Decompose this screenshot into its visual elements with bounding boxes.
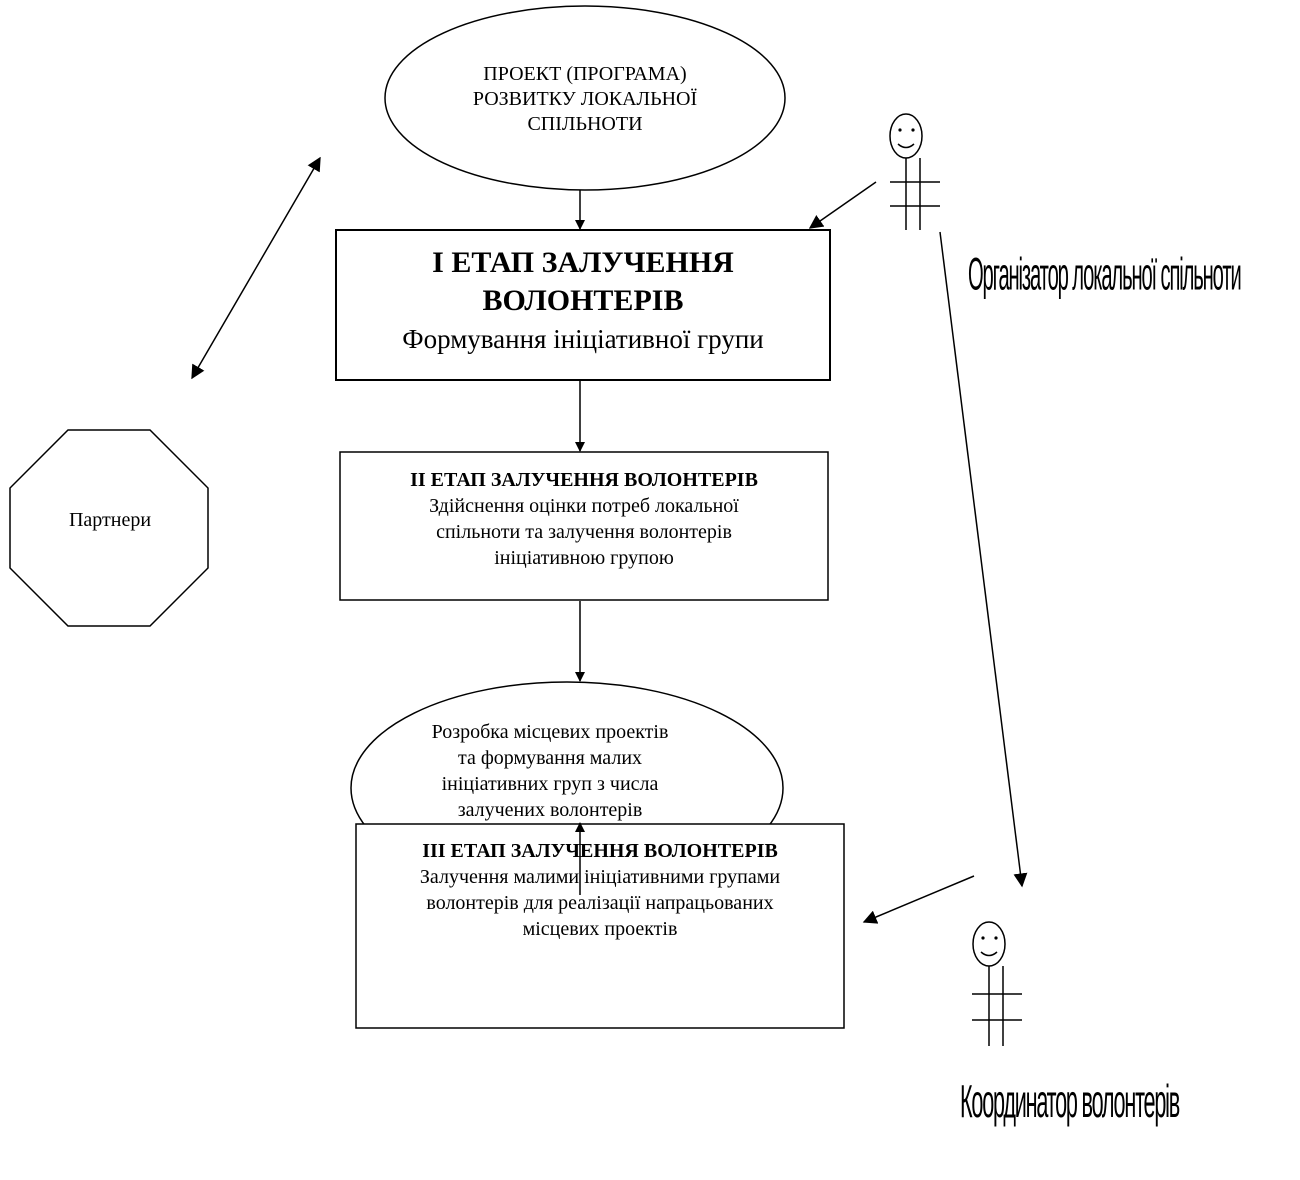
arrow-organizer-to-stage1	[808, 181, 877, 229]
coordinator-figure-icon	[972, 921, 1022, 1046]
stage3-line-2: волонтерів для реалізації напрацьованих	[426, 892, 774, 914]
projects-text: Розробка місцевих проектів та формування…	[400, 719, 700, 823]
organizer-figure-icon	[889, 113, 940, 230]
stage3-box	[355, 823, 845, 1029]
stage3-title: ІІІ ЕТАП ЗАЛУЧЕННЯ ВОЛОНТЕРІВ	[422, 840, 778, 862]
top-project-line-2: РОЗВИТКУ ЛОКАЛЬНОЇ	[472, 88, 698, 110]
top-project-line-3: СПІЛЬНОТИ	[527, 113, 643, 135]
stage1-subtitle: Формування ініціативної групи	[402, 323, 764, 354]
stage2-line-2: спільноти та залучення волонтерів	[436, 521, 732, 543]
coordinator-role-label: Координатор волонтерів	[960, 1074, 1180, 1128]
arrow-partners-project-bidirectional	[191, 156, 321, 380]
projects-line-3: ініціативних груп з числа	[441, 773, 659, 795]
stage1-text: І ЕТАП ЗАЛУЧЕННЯ ВОЛОНТЕРІВ Формування і…	[336, 244, 830, 357]
projects-line-4: залучених волонтерів	[457, 799, 643, 821]
stage3-text: ІІІ ЕТАП ЗАЛУЧЕННЯ ВОЛОНТЕРІВ Залучення …	[356, 838, 844, 942]
stage2-box	[339, 451, 829, 601]
stage2-text: ІІ ЕТАП ЗАЛУЧЕННЯ ВОЛОНТЕРІВ Здійснення …	[340, 467, 828, 571]
stage1-box	[335, 229, 831, 381]
projects-line-1: Розробка місцевих проектів	[431, 721, 669, 743]
stage2-title: ІІ ЕТАП ЗАЛУЧЕННЯ ВОЛОНТЕРІВ	[410, 469, 758, 491]
stage2-line-3: ініціативною групою	[494, 547, 674, 569]
top-project-ellipse	[384, 5, 786, 191]
stage3-line-3: місцевих проектів	[522, 918, 678, 940]
partners-octagon	[9, 429, 209, 627]
projects-line-2: та формування малих	[457, 747, 643, 769]
stage3-line-1: Залучення малими ініціативними групами	[419, 866, 781, 888]
organizer-role-label: Організатор локальної спільноти	[968, 248, 1242, 300]
partners-label: Партнери	[68, 509, 152, 531]
top-project-text: ПРОЕКТ (ПРОГРАМА) РОЗВИТКУ ЛОКАЛЬНОЇ СПІ…	[420, 62, 750, 137]
stage2-line-1: Здійснення оцінки потреб локальної	[429, 495, 739, 517]
arrow-organizer-to-coordinator	[939, 231, 1028, 888]
arrow-coordinator-to-stage3	[862, 875, 975, 924]
stage1-title-line-2: ВОЛОНТЕРІВ	[482, 284, 684, 318]
top-project-line-1: ПРОЕКТ (ПРОГРАМА)	[483, 63, 687, 85]
stage1-title-line-1: І ЕТАП ЗАЛУЧЕННЯ	[432, 246, 734, 279]
